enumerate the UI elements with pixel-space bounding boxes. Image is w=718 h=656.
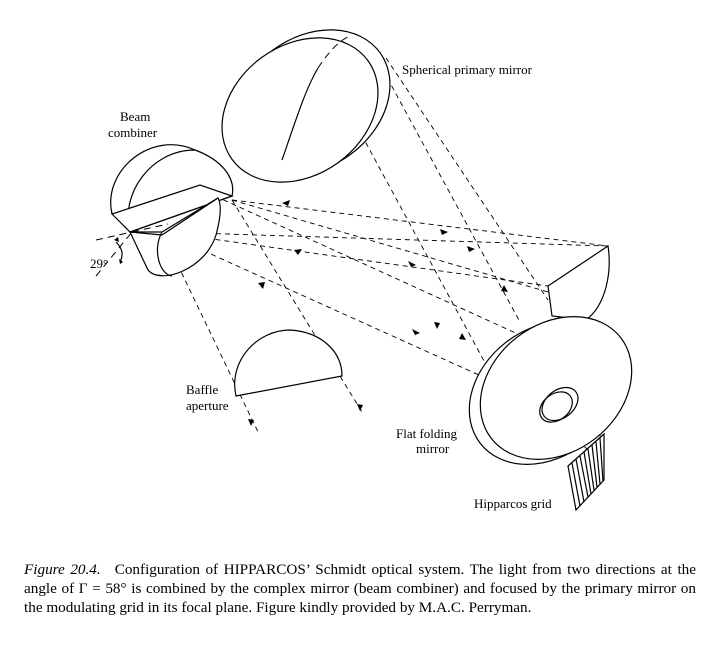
label-spherical-primary-mirror: Spherical primary mirror xyxy=(402,62,533,77)
label-baffle-1: Baffle xyxy=(186,382,218,397)
spherical-primary-mirror xyxy=(221,29,391,183)
figure-number: Figure 20.4. xyxy=(24,561,101,578)
label-beam-combiner-2: combiner xyxy=(108,125,158,140)
label-hipparcos-grid: Hipparcos grid xyxy=(474,496,552,511)
label-angle: 29° xyxy=(90,256,108,271)
small-folding-element xyxy=(547,244,610,321)
beam-combiner xyxy=(110,144,234,277)
label-baffle-2: aperture xyxy=(186,398,229,413)
ray-arrows xyxy=(248,200,508,426)
label-flat-folding-2: mirror xyxy=(416,441,450,456)
figure-caption: Figure 20.4.Configuration of HIPPARCOS’ … xyxy=(24,560,696,617)
label-flat-folding-1: Flat folding xyxy=(396,426,458,441)
angle-indicator xyxy=(95,223,169,277)
caption-text: Configuration of HIPPARCOS’ Schmidt opti… xyxy=(24,561,696,616)
flat-folding-mirror xyxy=(468,316,633,465)
label-beam-combiner-1: Beam xyxy=(120,109,150,124)
hipparcos-grid xyxy=(567,432,605,512)
baffle-aperture xyxy=(234,329,343,397)
